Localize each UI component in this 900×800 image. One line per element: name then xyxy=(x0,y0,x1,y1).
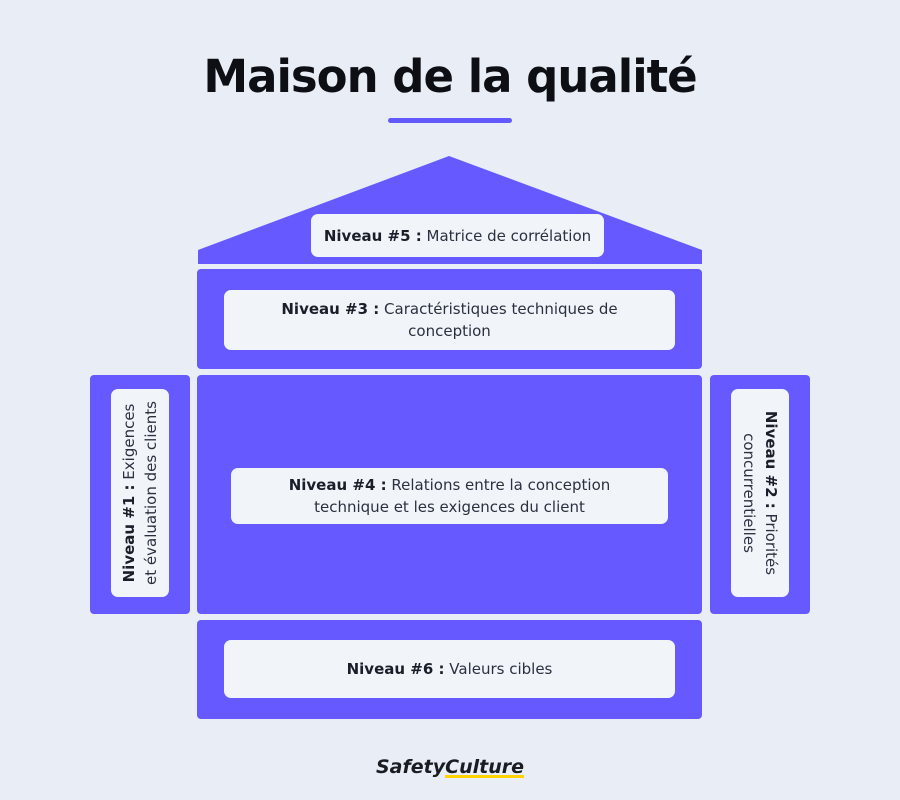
level-5-prefix: Niveau #5 : xyxy=(323,226,422,245)
safetyculture-logo: SafetyCulture xyxy=(0,756,900,778)
logo-part-1: Safety xyxy=(376,756,446,778)
page-title: Maison de la qualité xyxy=(203,50,697,103)
level-6-text: Valeurs cibles xyxy=(444,660,553,678)
level-1-prefix: Niveau #1 : xyxy=(120,484,138,583)
level-4-label: Niveau #4 : Relations entre la conceptio… xyxy=(231,468,668,524)
level-3-prefix: Niveau #3 : xyxy=(281,300,380,318)
level-2-label xyxy=(731,389,789,597)
level-3-text: Caractéristiques techniques de conceptio… xyxy=(379,300,618,340)
level-3-label: Niveau #3 : Caractéristiques techniques … xyxy=(224,290,675,350)
level-6-prefix: Niveau #6 : xyxy=(346,660,445,678)
title-underline xyxy=(388,118,512,123)
logo-part-2: Culture xyxy=(445,756,524,778)
level-1-text-block: Niveau #1 : Exigences et évaluation des … xyxy=(111,389,169,597)
level-1-label xyxy=(111,389,169,597)
level-5-text: Matrice de corrélation xyxy=(421,226,592,245)
level-2-prefix: Niveau #2 : xyxy=(762,410,780,509)
level-6-label: Niveau #6 : Valeurs cibles xyxy=(224,640,675,698)
level-5-label: Niveau #5 : Matrice de corrélation xyxy=(311,214,604,257)
level-4-text: Relations entre la conception technique … xyxy=(314,476,611,516)
level-2-text-block: Niveau #2 : Priorités concurrentielles xyxy=(731,389,789,597)
level-4-prefix: Niveau #4 : xyxy=(288,476,387,494)
